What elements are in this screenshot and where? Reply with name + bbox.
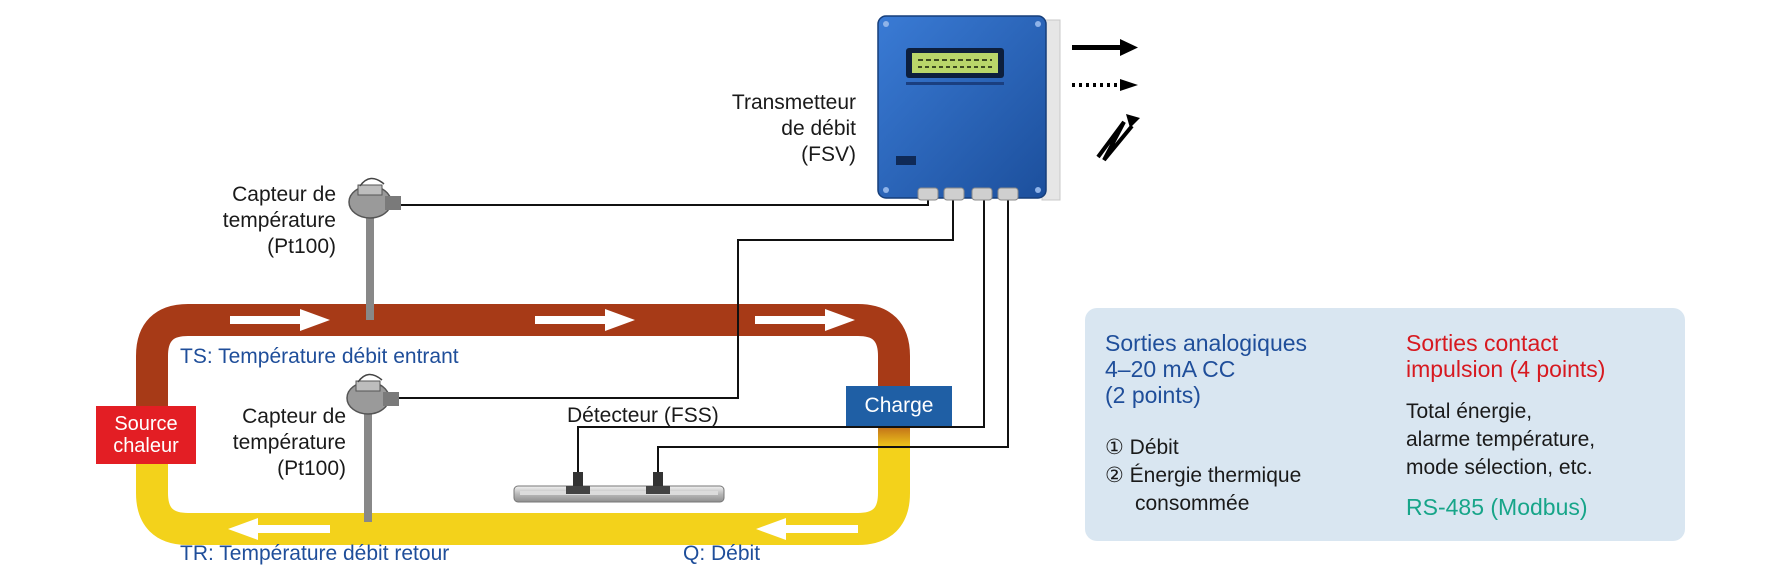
temperature-sensor-top xyxy=(348,177,401,320)
flow-transmitter xyxy=(877,15,1061,201)
tr-label: TR: Température débit retour xyxy=(180,542,450,565)
ts-label: TS: Température débit entrant xyxy=(180,345,459,368)
output-arrow-serial xyxy=(1096,114,1140,162)
serial-output-label: RS-485 (Modbus) xyxy=(1406,494,1588,520)
analog-item-flow: ① Débit xyxy=(1105,436,1179,459)
analog-item-energy-cont: consommée xyxy=(1135,492,1250,515)
temperature-sensor-bottom xyxy=(346,373,399,522)
temperature-sensor-bottom-label: Capteur de température (Pt100) xyxy=(232,405,346,480)
transmitter-label: Transmetteur de débit (FSV) xyxy=(731,91,856,166)
flow-arrows-cold xyxy=(228,518,858,540)
charge-box xyxy=(846,386,952,426)
heat-source-box xyxy=(96,406,196,464)
analog-outputs-list: ① Débit ② Énergie thermique consommée xyxy=(1105,434,1301,518)
output-arrow-pulse xyxy=(1072,79,1138,91)
outputs-panel: Sorties analogiques 4–20 mA CC (2 points… xyxy=(1085,308,1685,541)
detector-label: Détecteur (FSS) xyxy=(567,404,719,427)
contact-outputs-title: Sorties contact impulsion (4 points) xyxy=(1406,330,1606,382)
analog-outputs-title: Sorties analogiques 4–20 mA CC (2 points… xyxy=(1105,330,1308,408)
output-arrow-analog xyxy=(1072,39,1138,56)
flow-label: Q: Débit xyxy=(683,542,761,565)
flow-arrows-hot xyxy=(230,309,855,331)
temperature-sensor-top-label: Capteur de température (Pt100) xyxy=(222,183,336,258)
charge-label: Charge xyxy=(864,394,934,417)
flow-detector xyxy=(513,472,725,503)
analog-item-energy: ② Énergie thermique xyxy=(1105,464,1302,487)
heat-source-label: Source chaleur xyxy=(113,413,179,457)
contact-outputs-list: Total énergie, alarme température, mode … xyxy=(1406,400,1596,479)
